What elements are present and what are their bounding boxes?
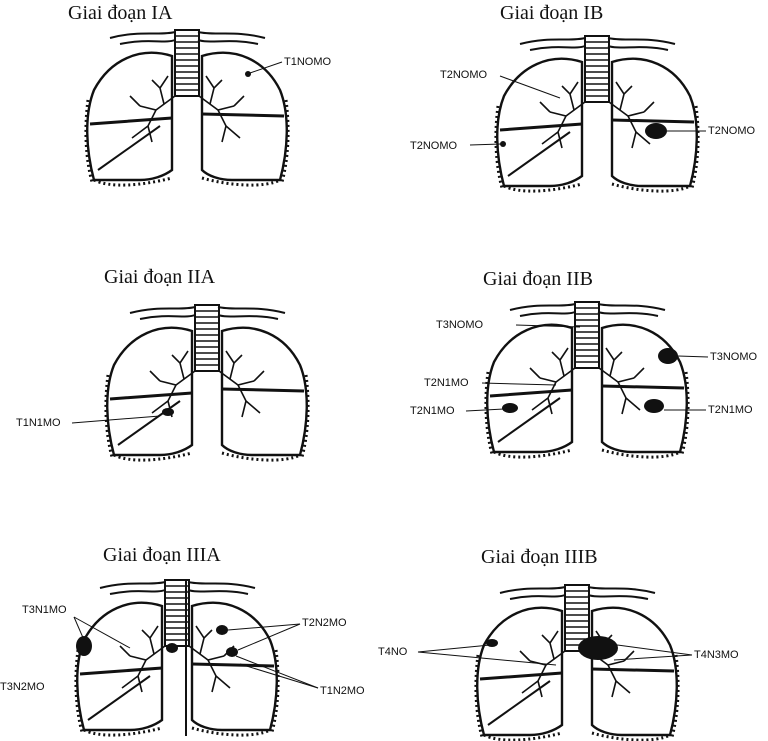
label-ib-3: T2NOMO bbox=[708, 125, 756, 137]
leader-iib-3 bbox=[481, 382, 557, 386]
tumor-iib-left bbox=[658, 348, 678, 364]
label-ib-2: T2NOMO bbox=[410, 140, 458, 152]
leader-iiib-3 bbox=[609, 643, 693, 656]
lungs-iiia bbox=[74, 578, 280, 737]
node-iiia-1 bbox=[166, 643, 178, 653]
label-iib-5: T2N1MO bbox=[708, 404, 753, 416]
label-iib-2: T3NOMO bbox=[710, 351, 758, 363]
leader-ia bbox=[249, 61, 283, 74]
title-stage-iib: Giai đoạn IIB bbox=[483, 268, 593, 290]
node-iiia-3 bbox=[226, 647, 238, 657]
label-iiia-t2n2m0: T2N2MO bbox=[302, 617, 347, 629]
title-stage-ib: Giai đoạn IB bbox=[500, 2, 604, 24]
tumor-ib-left bbox=[645, 123, 667, 139]
title-stage-ia: Giai đoạn IA bbox=[68, 2, 173, 24]
leader-iiib-4 bbox=[613, 654, 693, 661]
leader-iiia-4 bbox=[237, 623, 301, 651]
lungs-ia bbox=[84, 28, 290, 187]
lungs-ib bbox=[494, 34, 700, 193]
label-iiia-t1n2m0: T1N2MO bbox=[320, 685, 365, 697]
leader-iiib-2 bbox=[417, 651, 557, 666]
leader-iiib-1 bbox=[417, 644, 491, 653]
leader-iiia-2 bbox=[73, 616, 131, 649]
leader-ib-1 bbox=[499, 75, 561, 99]
leader-iiia-3 bbox=[227, 623, 301, 631]
node-iiia-2 bbox=[216, 625, 228, 635]
lungs-iia bbox=[104, 303, 310, 462]
title-stage-iiia: Giai đoạn IIIA bbox=[103, 544, 221, 566]
lungs-iiib bbox=[474, 583, 680, 741]
tumor-iiia bbox=[76, 636, 92, 656]
label-iiib-t4n3m0: T4N3MO bbox=[694, 649, 739, 661]
label-iiia-t3n1m0: T3N1MO bbox=[22, 604, 67, 616]
nodes-iiib bbox=[578, 636, 618, 660]
label-iiia-t3n2m0: T3N2MO bbox=[0, 681, 45, 693]
tumor-ia bbox=[245, 71, 251, 77]
label-iib-4: T2N1MO bbox=[410, 405, 455, 417]
node-iia bbox=[162, 408, 174, 416]
node-iib-right bbox=[502, 403, 518, 413]
label-iib-1: T3NOMO bbox=[436, 319, 484, 331]
label-iib-3: T2N1MO bbox=[424, 377, 469, 389]
node-iib-left bbox=[644, 399, 664, 413]
tumor-iiib bbox=[486, 639, 498, 647]
title-stage-iiib: Giai đoạn IIIB bbox=[481, 546, 598, 568]
label-ib-1: T2NOMO bbox=[440, 69, 488, 81]
label-iia-t1n1m0: T1N1MO bbox=[16, 417, 61, 429]
label-ia-t1n0m0: T1NOMO bbox=[284, 56, 332, 68]
label-iiib-t4n0: T4NO bbox=[378, 646, 408, 658]
leader-iiia-6 bbox=[239, 663, 319, 689]
leader-ib-2 bbox=[469, 143, 502, 146]
leader-iiia-1 bbox=[73, 616, 85, 641]
leader-iib-4 bbox=[465, 408, 505, 412]
leader-iiia-5 bbox=[235, 655, 319, 689]
title-stage-iia: Giai đoạn IIA bbox=[104, 266, 216, 288]
tumor-ib-right bbox=[500, 141, 506, 147]
leader-iib-2 bbox=[677, 355, 709, 358]
leader-iib-1 bbox=[515, 324, 581, 328]
leader-iia bbox=[71, 415, 161, 424]
